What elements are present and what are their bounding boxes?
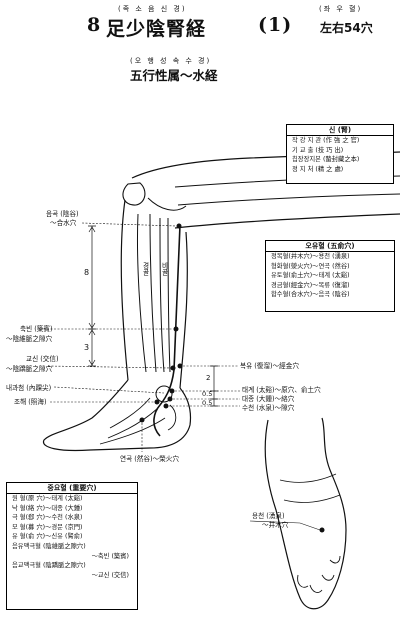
kidney-function-box: 신 (腎) 작 강 지 관 (作 強 之 官) 기 교 출 (技 巧 出) 칩장… [286, 124, 394, 184]
yongquan-leader [249, 520, 321, 531]
tibia-bone [136, 213, 157, 373]
sole-outline [264, 417, 347, 610]
point-jiaoxin [170, 365, 176, 371]
title-reading: (족 소 음 신 경) [118, 5, 187, 13]
part-number: (1) [258, 14, 293, 36]
label-tibia: 경골 [141, 262, 149, 276]
point-taixi [169, 388, 175, 394]
calf-back [179, 231, 188, 389]
measure-05a: 0.5 [202, 390, 213, 398]
knee-joint [147, 197, 187, 211]
label-neihuai: 내과첨 (內踝尖) [6, 384, 52, 392]
point-rangu [139, 417, 145, 423]
measure-3: 3 [84, 343, 90, 352]
sides-reading: (좌 우 혈) [319, 5, 363, 13]
leader-lines [40, 222, 240, 452]
label-yongquan-role: ～井木穴 [262, 521, 289, 529]
important-row: ～축빈 (築賓) [91, 552, 129, 560]
sole-toes [297, 555, 341, 593]
foot-bones [99, 397, 177, 445]
chapter-number: 8 [87, 14, 102, 36]
label-dazhong: 대종 (大鍾)～絡穴 [242, 395, 295, 403]
important-row: 극 혈(郄 穴)～수천 (水泉) [12, 514, 83, 522]
label-yingu-role: ～合水穴 [50, 219, 77, 227]
label-taixi: 태계 (太谿)～原穴、俞土穴 [242, 386, 321, 394]
important-points-box: 중요혈 (重要穴) 원 혈(原 穴)～태계 (太谿) 낙 혈(絡 穴)～대종 (… [6, 482, 138, 610]
foot-outline [42, 379, 192, 452]
five-shu-row: 유토혈(俞土穴)～태계 (太谿) [271, 272, 350, 280]
label-yongquan: 용천 (湧泉) [252, 512, 285, 520]
meridian-line [153, 224, 181, 437]
five-shu-row: 형화혈(滎火穴)～연곡 (然谷) [271, 262, 350, 270]
five-shu-row: 경금혈(經金穴)～복류 (復溜) [271, 281, 350, 289]
five-shu-points-box: 오유혈 (五俞穴) 정목혈(井木穴)～용천 (湧泉) 형화혈(滎火穴)～연곡 (… [265, 240, 395, 312]
point-dazhong [167, 396, 173, 402]
label-zhubin: 축빈 (築賓) [20, 325, 53, 333]
point-yongquan [319, 527, 325, 533]
label-yingu: 음곡 (陰谷) [46, 210, 79, 218]
subtitle-reading: (오 행 성 속 수 경) [130, 57, 212, 65]
label-jiaoxin-role: ～陰蹻脈之隙穴 [6, 365, 53, 373]
medial-malleolus [155, 385, 173, 403]
label-jiaoxin: 교신 (交信) [26, 355, 59, 363]
point-zhubin [173, 326, 179, 332]
five-shu-row: 정목혈(井木穴)～용천 (湧泉) [271, 253, 350, 260]
important-row: 원 혈(原 穴)～태계 (太谿) [12, 495, 83, 502]
measure-05b: 0.5 [202, 399, 213, 407]
kidney-row: 칩장장지본 (蟄封藏之本) [292, 156, 360, 164]
point-shuiquan [163, 403, 169, 409]
page-title: 足少陰腎経 [106, 18, 207, 40]
fibula-bone [159, 217, 171, 373]
thigh-outline [131, 151, 400, 179]
label-zhubin-role: ～陰維脈之隙穴 [6, 335, 53, 343]
important-row: 음유맥극혈 (陰維脈之隙穴) [12, 542, 86, 550]
label-fibula: 비골 [160, 262, 168, 276]
shin-front [120, 199, 129, 381]
important-row: ～교신 (交信) [91, 571, 129, 579]
label-fuliu: 복유 (復溜)～經金穴 [240, 362, 299, 370]
important-row: 음교맥극혈 (陰蹻脈之隙穴) [12, 562, 86, 570]
sole-creases [279, 473, 341, 503]
acupoint-count: 左右54穴 [320, 21, 373, 35]
point-yingu [176, 223, 182, 229]
label-zhaohai: 조해 (照海) [14, 398, 47, 406]
important-points-heading: 중요혈 (重要穴) [7, 483, 137, 494]
thigh-underside [174, 213, 400, 229]
five-shu-heading: 오유혈 (五俞穴) [266, 241, 394, 252]
kidney-function-heading: 신 (腎) [287, 125, 393, 136]
subtitle: 五行性属～水経 [130, 68, 218, 83]
measure-bar-left [88, 225, 96, 367]
kidney-row: 정 지 처 (精 之 處) [292, 165, 344, 173]
measure-bar-right [210, 365, 218, 407]
kidney-row: 작 강 지 관 (作 強 之 官) [292, 137, 360, 144]
label-rangu: 연곡 (然谷)～榮火穴 [120, 455, 179, 463]
important-row: 모 혈(募 穴)～경문 (京門) [12, 523, 83, 531]
five-shu-row: 합수혈(合水穴)～음곡 (陰谷) [271, 291, 350, 299]
point-zhaohai [154, 399, 160, 405]
kidney-row: 기 교 출 (技 巧 出) [292, 146, 344, 154]
important-row: 낙 혈(絡 穴)～대종 (大鍾) [12, 504, 83, 512]
measure-2: 2 [206, 374, 211, 382]
point-fuliu [177, 363, 183, 369]
label-shuiquan: 수천 (水泉)～隙穴 [242, 404, 295, 412]
measure-8: 8 [84, 268, 90, 277]
patella [122, 182, 146, 206]
important-row: 유 혈(俞 穴)～신유 (腎俞) [12, 533, 83, 541]
